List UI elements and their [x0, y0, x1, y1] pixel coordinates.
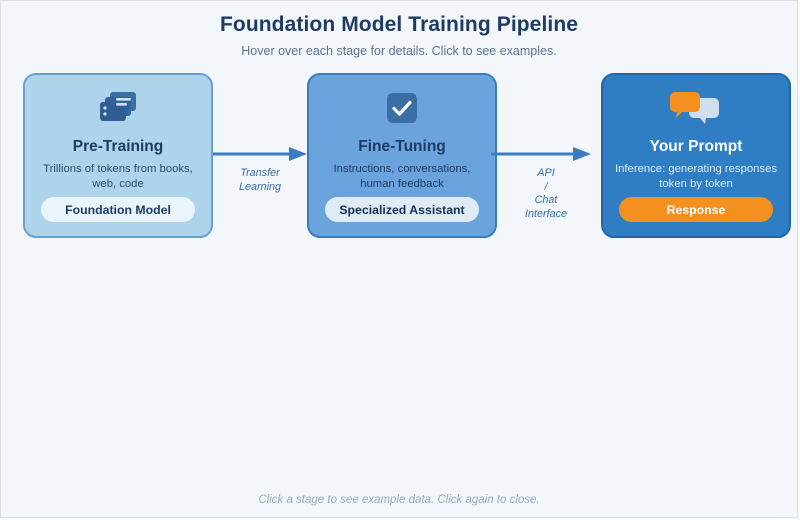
connector-api-chat-interface: API / Chat Interface [491, 73, 601, 238]
connector-label: Transfer Learning [238, 167, 282, 193]
footer-hint: Click a stage to see example data. Click… [258, 494, 540, 506]
stage-card-your-prompt[interactable]: Your Prompt Inference: generating respon… [601, 73, 791, 238]
chat-bubbles-icon [668, 88, 724, 128]
page-subtitle: Hover over each stage for details. Click… [241, 44, 557, 58]
stage-description: Inference: generating responses token by… [614, 163, 778, 190]
stage-card-fine-tuning[interactable]: Fine-Tuning Instructions, conversations,… [307, 73, 497, 238]
stage-card-pre-training[interactable]: Pre-Training Trillions of tokens from bo… [23, 73, 213, 238]
stage-description: Trillions of tokens from books, web, cod… [43, 163, 193, 190]
stage-output-badge[interactable]: Response [619, 197, 773, 222]
stage-title: Fine-Tuning [358, 138, 446, 155]
connector-label: API / Chat Interface [524, 167, 567, 220]
page-title: Foundation Model Training Pipeline [219, 13, 579, 36]
pipeline-stages: Pre-Training Trillions of tokens from bo… [1, 73, 797, 243]
connector-transfer-learning: Transfer Learning [213, 73, 307, 238]
stacked-documents-icon [96, 88, 140, 128]
header: Foundation Model Training Pipeline Hover… [1, 11, 797, 60]
checkmark-icon [385, 88, 419, 128]
stage-output-badge[interactable]: Foundation Model [41, 197, 195, 222]
stage-output-badge[interactable]: Specialized Assistant [325, 197, 479, 222]
stage-title: Pre-Training [72, 138, 164, 155]
stage-description: Instructions, conversations, human feedb… [333, 163, 471, 190]
stage-title: Your Prompt [649, 138, 743, 155]
